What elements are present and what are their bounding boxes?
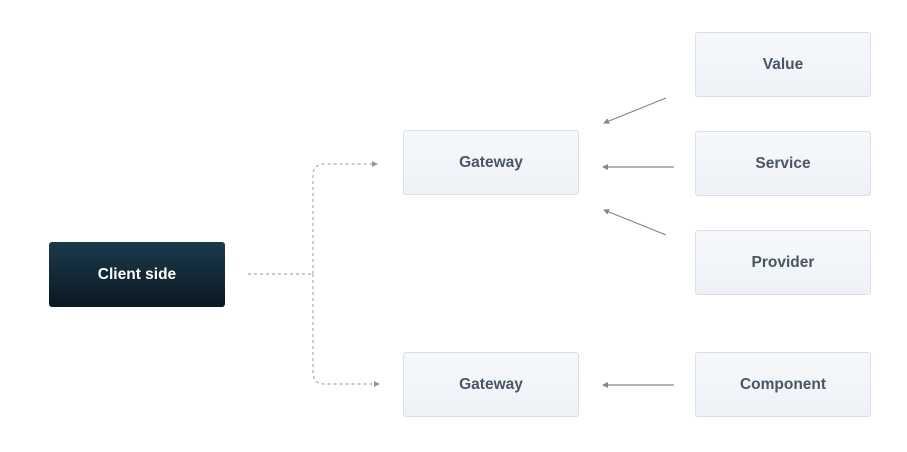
gateway-top-node: Gateway [403,130,579,195]
gateway-bottom-label: Gateway [459,375,523,393]
client-side-node: Client side [49,242,225,307]
service-label: Service [755,154,811,172]
dashed-arrow-to-gateway-bottom [312,274,380,387]
value-node: Value [695,32,871,97]
dashed-arrow-to-gateway-top [312,161,378,274]
arrow-value-to-gateway [603,97,667,124]
gateway-bottom-node: Gateway [403,352,579,417]
provider-label: Provider [751,253,815,271]
client-side-label: Client side [97,265,177,283]
gateway-top-label: Gateway [459,153,523,171]
provider-node: Provider [695,230,871,295]
client-to-gateway-connectors [248,161,380,387]
value-label: Value [762,55,804,73]
component-label: Component [739,375,827,393]
service-node: Service [695,131,871,196]
component-node: Component [695,352,871,417]
arrow-provider-to-gateway [603,209,667,236]
